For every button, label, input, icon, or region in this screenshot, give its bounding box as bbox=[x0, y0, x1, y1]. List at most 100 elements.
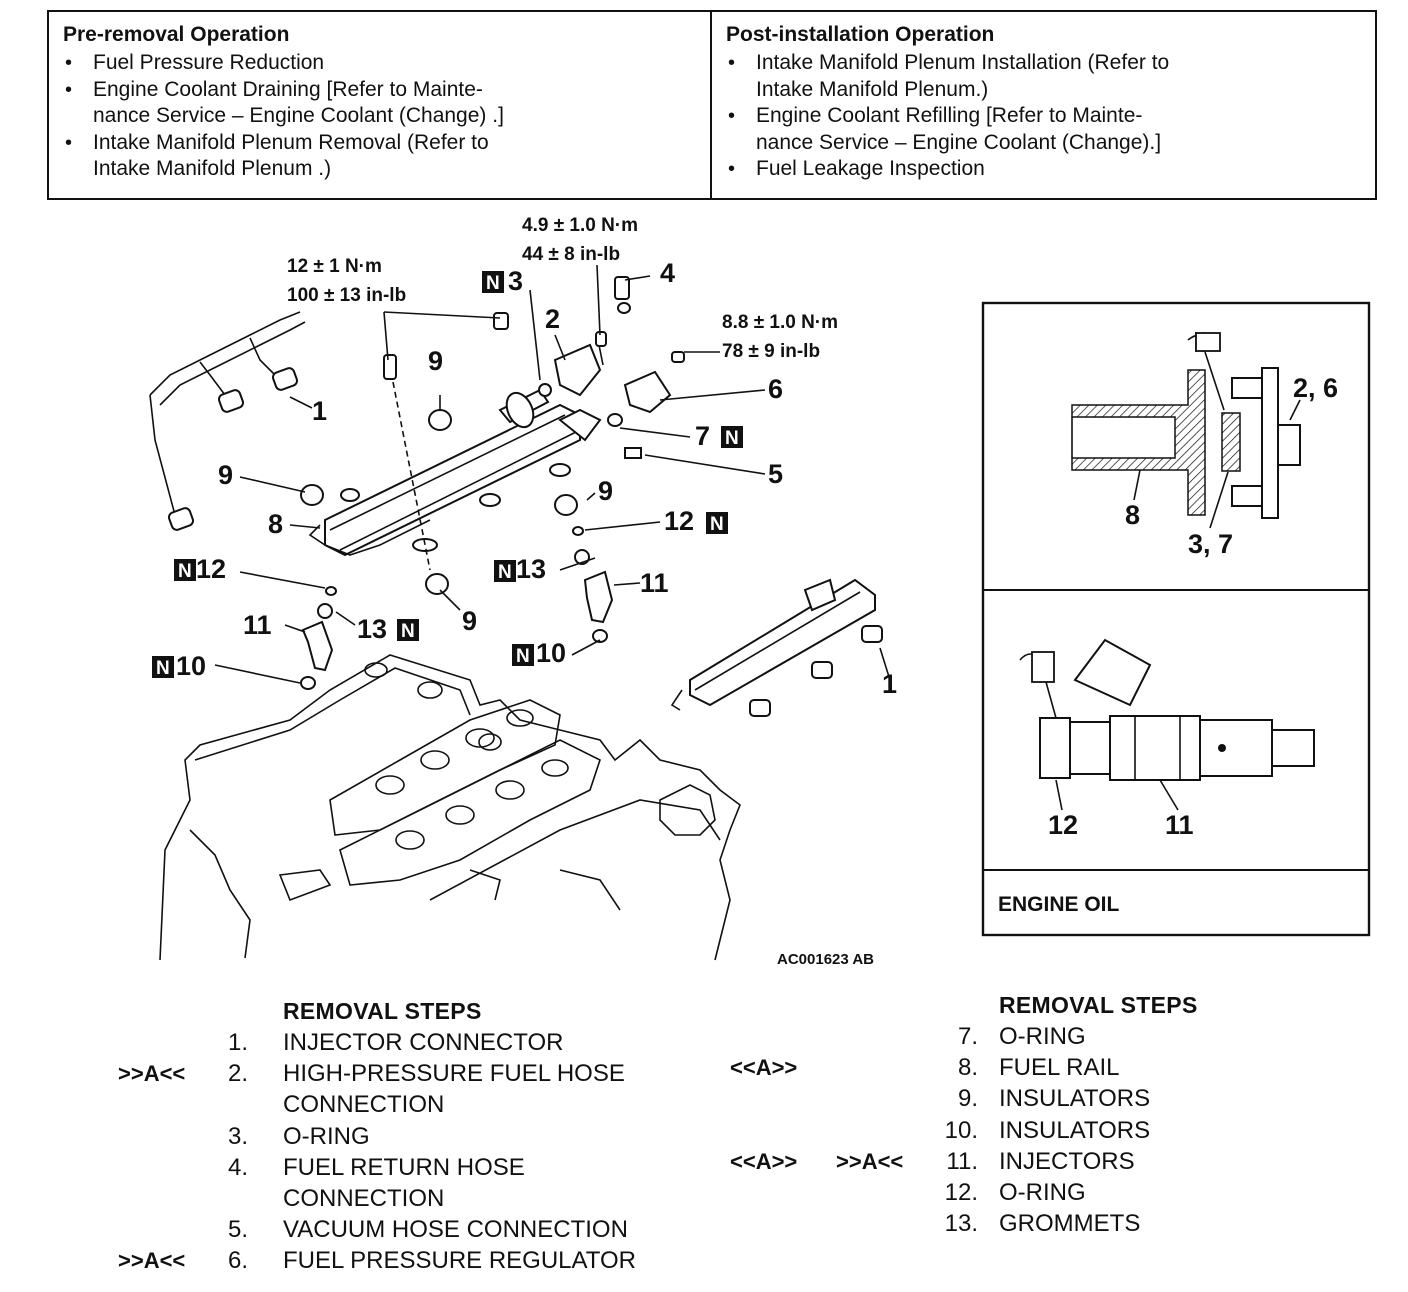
step-number: 5. bbox=[227, 1216, 248, 1244]
step-number: 11. bbox=[946, 1147, 978, 1175]
new-part-mark: N bbox=[498, 562, 512, 583]
step-number: 8. bbox=[957, 1054, 978, 1082]
step-row: CONNECTION bbox=[0, 1183, 720, 1214]
step-text: O-RING bbox=[999, 1178, 1086, 1206]
step-number: 9. bbox=[957, 1085, 978, 1113]
torque-regulator-nm: 8.8 ± 1.0 N·m bbox=[722, 312, 838, 333]
callout-9-right: 9 bbox=[598, 476, 613, 506]
step-row: 4. FUEL RETURN HOSE bbox=[0, 1152, 720, 1183]
step-mark: >>A<< bbox=[118, 1248, 186, 1274]
engine-block-illustration bbox=[159, 654, 741, 961]
rail-section-illustration bbox=[1071, 332, 1301, 529]
step-number: 6. bbox=[227, 1247, 248, 1275]
post-installation-item: Engine Coolant Refilling [Refer to Maint… bbox=[726, 103, 1361, 156]
step-text: VACUUM HOSE CONNECTION bbox=[283, 1216, 628, 1244]
inset-label-12: 12 bbox=[1048, 810, 1078, 840]
step-number: 7. bbox=[957, 1023, 978, 1050]
new-part-markers: N N N N N N N N bbox=[152, 271, 743, 679]
step-text: FUEL PRESSURE REGULATOR bbox=[283, 1247, 636, 1275]
callout-12-left: 12 bbox=[196, 554, 226, 584]
step-number: 4. bbox=[227, 1153, 248, 1181]
callout-10-right: 10 bbox=[536, 638, 566, 668]
callout-9-top: 9 bbox=[428, 346, 443, 376]
step-text: GROMMETS bbox=[999, 1210, 1141, 1238]
removal-steps-left: REMOVAL STEPS 1.INJECTOR CONNECTOR>>A<<2… bbox=[0, 996, 720, 1277]
inset-label-8: 8 bbox=[1125, 500, 1140, 530]
callout-7: 7 bbox=[695, 421, 710, 451]
torque-fuelrail-inlb: 100 ± 13 in-lb bbox=[287, 285, 406, 306]
torque-hose-inlb: 44 ± 8 in-lb bbox=[522, 244, 620, 265]
callout-5: 5 bbox=[768, 459, 783, 489]
new-part-mark: N bbox=[486, 273, 500, 294]
post-installation-list: Intake Manifold Plenum Installation (Ref… bbox=[726, 50, 1361, 183]
post-installation-item: Fuel Leakage Inspection bbox=[726, 156, 1361, 183]
pre-removal-list: Fuel Pressure Reduction Engine Coolant D… bbox=[63, 50, 696, 183]
second-rail-illustration bbox=[670, 578, 883, 717]
step-row: <<A>>8.FUEL RAIL bbox=[720, 1052, 1400, 1083]
step-number: 12. bbox=[944, 1178, 978, 1206]
step-mark: >>A<< bbox=[836, 1148, 904, 1174]
inset-label-11: 11 bbox=[1165, 810, 1194, 840]
callout-13-left: 13 bbox=[357, 614, 387, 644]
step-row: 12. O-RING bbox=[720, 1177, 1400, 1208]
removal-steps-heading: REMOVAL STEPS bbox=[999, 992, 1198, 1018]
step-row: >>A<< 2. HIGH-PRESSURE FUEL HOSE bbox=[0, 1058, 720, 1089]
step-text: FUEL RETURN HOSE bbox=[283, 1153, 525, 1181]
small-parts-illustration bbox=[300, 409, 614, 690]
callout-1-rail: 1 bbox=[882, 669, 897, 699]
step-number: 2. bbox=[227, 1060, 248, 1088]
new-part-mark: N bbox=[156, 658, 170, 679]
figure-code: AC001623 AB bbox=[777, 951, 874, 968]
callout-11-left: 11 bbox=[243, 610, 272, 640]
post-installation-column: Post-installation Operation Intake Manif… bbox=[712, 12, 1375, 198]
new-part-mark: N bbox=[178, 561, 192, 582]
step-number: 10. bbox=[944, 1116, 978, 1144]
callout-8: 8 bbox=[268, 509, 283, 539]
callout-12-right: 12 bbox=[664, 506, 694, 536]
step-row: 13. GROMMETS bbox=[720, 1208, 1400, 1239]
pre-removal-item: Intake Manifold Plenum Removal (Refer to… bbox=[63, 130, 696, 183]
exploded-diagram: 12 ± 1 N·m 100 ± 13 in-lb 4.9 ± 1.0 N·m … bbox=[149, 215, 1371, 968]
torque-fuelrail-nm: 12 ± 1 N·m bbox=[287, 256, 382, 277]
detail-inset: 2, 6 8 3, 7 12 11 ENGINE OIL bbox=[981, 301, 1371, 937]
inset-label-3-7: 3, 7 bbox=[1188, 529, 1233, 559]
callout-6: 6 bbox=[768, 374, 783, 404]
post-installation-heading: Post-installation Operation bbox=[726, 23, 995, 46]
step-row: 7.O-RING bbox=[720, 1021, 1400, 1052]
callout-11-right: 11 bbox=[640, 568, 669, 598]
step-row: 10.INSULATORS bbox=[720, 1115, 1400, 1146]
step-text: CONNECTION bbox=[283, 1184, 445, 1212]
leader-lines bbox=[214, 264, 891, 684]
post-installation-item: Intake Manifold Plenum Installation (Ref… bbox=[726, 50, 1361, 103]
callout-13-right: 13 bbox=[516, 554, 546, 584]
pre-removal-column: Pre-removal Operation Fuel Pressure Redu… bbox=[49, 12, 712, 198]
step-row: 3.O-RING bbox=[0, 1121, 720, 1152]
step-text: INSULATORS bbox=[999, 1085, 1151, 1113]
pre-removal-item: Fuel Pressure Reduction bbox=[63, 50, 696, 77]
fuel-rail-illustration bbox=[308, 388, 602, 557]
injector-detail-illustration bbox=[1019, 638, 1315, 811]
engine-oil-label: ENGINE OIL bbox=[998, 893, 1120, 916]
new-part-mark: N bbox=[710, 514, 724, 535]
step-text: INJECTORS bbox=[999, 1147, 1135, 1175]
injector-harness-illustration bbox=[149, 311, 306, 531]
step-number: 13. bbox=[944, 1210, 978, 1238]
step-mark: >>A<< bbox=[118, 1061, 186, 1087]
callout-9-left: 9 bbox=[218, 460, 233, 490]
callout-4: 4 bbox=[660, 258, 675, 288]
new-part-mark: N bbox=[725, 428, 739, 449]
step-text: FUEL RAIL bbox=[999, 1054, 1120, 1082]
pre-removal-heading: Pre-removal Operation bbox=[63, 23, 290, 46]
callout-2: 2 bbox=[545, 304, 560, 334]
step-text: INJECTOR CONNECTOR bbox=[283, 1029, 564, 1056]
torque-hose-nm: 4.9 ± 1.0 N·m bbox=[522, 215, 638, 236]
step-number: 3. bbox=[227, 1122, 248, 1150]
callout-10-left: 10 bbox=[176, 651, 206, 681]
removal-steps-heading: REMOVAL STEPS bbox=[283, 998, 482, 1024]
torque-regulator-inlb: 78 ± 9 in-lb bbox=[722, 341, 820, 362]
new-part-mark: N bbox=[401, 621, 415, 642]
callout-9-bottom: 9 bbox=[462, 606, 477, 636]
step-text: HIGH-PRESSURE FUEL HOSE bbox=[283, 1060, 625, 1088]
callout-1-harness: 1 bbox=[312, 396, 327, 426]
